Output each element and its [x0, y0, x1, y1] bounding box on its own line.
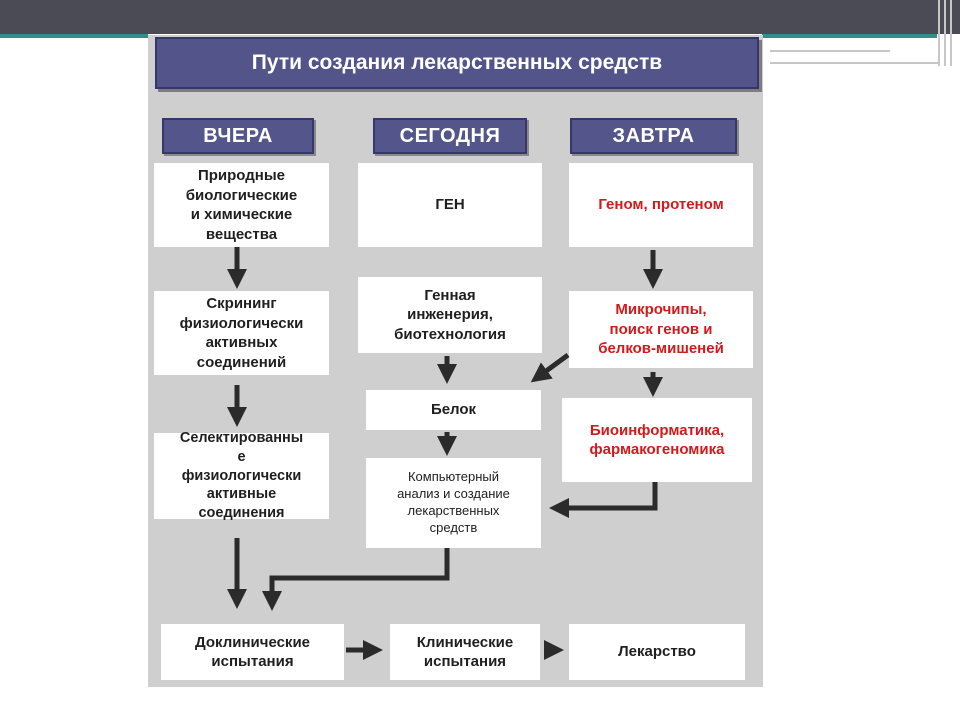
decor-line	[944, 0, 946, 66]
arrow-computer-to-preclinical	[262, 548, 450, 611]
box-computer-analysis: Компьютерный анализ и создание лекарстве…	[366, 458, 541, 548]
box-protein: Белок	[366, 390, 541, 430]
box-microchips: Микрочипы, поиск генов и белков-мишеней	[569, 291, 753, 368]
top-bar	[0, 0, 960, 34]
box-protein-text: Белок	[430, 401, 477, 419]
header-yesterday: ВЧЕРА	[162, 118, 314, 154]
box-natural-substances: Природные биологические и химические вещ…	[154, 163, 329, 247]
box-genome-proteome-text: Геном, протеном	[598, 196, 724, 214]
decor-line	[938, 0, 940, 66]
box-selected-compounds: Селектированны е физиологически активные…	[154, 430, 329, 521]
box-drug-text: Лекарство	[618, 643, 696, 661]
box-preclinical-trials: Доклинические испытания	[161, 624, 344, 680]
box-screening-text: Скрининг физиологически активных соедине…	[179, 295, 304, 371]
box-microchips-text: Микрочипы, поиск генов и белков-мишеней	[598, 301, 724, 358]
box-bioinformatics: Биоинформатика, фармакогеномика	[562, 398, 752, 482]
box-gene-text: ГЕН	[435, 196, 465, 214]
accent-line-left	[0, 34, 148, 38]
box-screening: Скрининг физиологически активных соедине…	[154, 291, 329, 375]
header-today: СЕГОДНЯ	[373, 118, 527, 154]
box-genome-proteome: Геном, протеном	[569, 163, 753, 247]
decor-line	[770, 62, 940, 64]
decor-line	[950, 0, 952, 66]
diagram-title: Пути создания лекарственных средств	[155, 37, 759, 89]
box-bioinformatics-text: Биоинформатика, фармакогеномика	[589, 421, 725, 459]
decor-line	[770, 50, 890, 52]
box-gene: ГЕН	[358, 163, 542, 247]
arrow-microchips-to-protein	[530, 352, 570, 383]
box-clinical-trials-text: Клинические испытания	[416, 633, 514, 671]
box-preclinical-trials-text: Доклинические испытания	[194, 633, 311, 671]
box-drug: Лекарство	[569, 624, 745, 680]
box-gene-engineering: Генная инженерия, биотехнология	[358, 277, 542, 353]
box-clinical-trials: Клинические испытания	[390, 624, 540, 680]
box-computer-analysis-text: Компьютерный анализ и создание лекарстве…	[397, 469, 510, 535]
header-tomorrow: ЗАВТРА	[570, 118, 737, 154]
box-selected-compounds-text: Селектированны е физиологически активные…	[179, 429, 304, 522]
box-natural-substances-text: Природные биологические и химические вещ…	[185, 167, 298, 243]
box-gene-engineering-text: Генная инженерия, биотехнология	[394, 286, 506, 343]
accent-line-right	[762, 34, 937, 38]
arrow-bioinformatics-to-computer	[549, 482, 658, 518]
